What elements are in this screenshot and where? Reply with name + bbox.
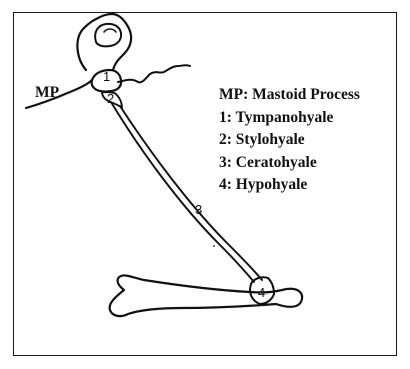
legend-item-ceratohyale: 3: Ceratohyale: [219, 152, 360, 175]
skull-inner-detail: [104, 29, 116, 32]
legend-item-mastoid-process: MP: Mastoid Process: [219, 84, 360, 107]
legend-item-stylohyale: 2: Stylohyale: [219, 129, 360, 152]
label-ceratohyale-number: 3: [195, 202, 202, 217]
label-hypohyale-number: 4: [258, 285, 265, 300]
legend-item-hypohyale: 4: Hypohyale: [219, 174, 360, 197]
stray-mark: [213, 245, 215, 247]
legend: MP: Mastoid Process 1: Tympanohyale 2: S…: [219, 84, 360, 197]
legend-item-tympanohyale: 1: Tympanohyale: [219, 107, 360, 130]
skull-outline: [77, 14, 131, 70]
label-stylohyale-number: 2: [107, 91, 114, 106]
nerve-line: [118, 65, 190, 82]
skull-inner-contour: [95, 24, 121, 47]
label-mastoid-process: MP: [35, 84, 59, 102]
label-tympanohyale-number: 1: [103, 69, 110, 84]
